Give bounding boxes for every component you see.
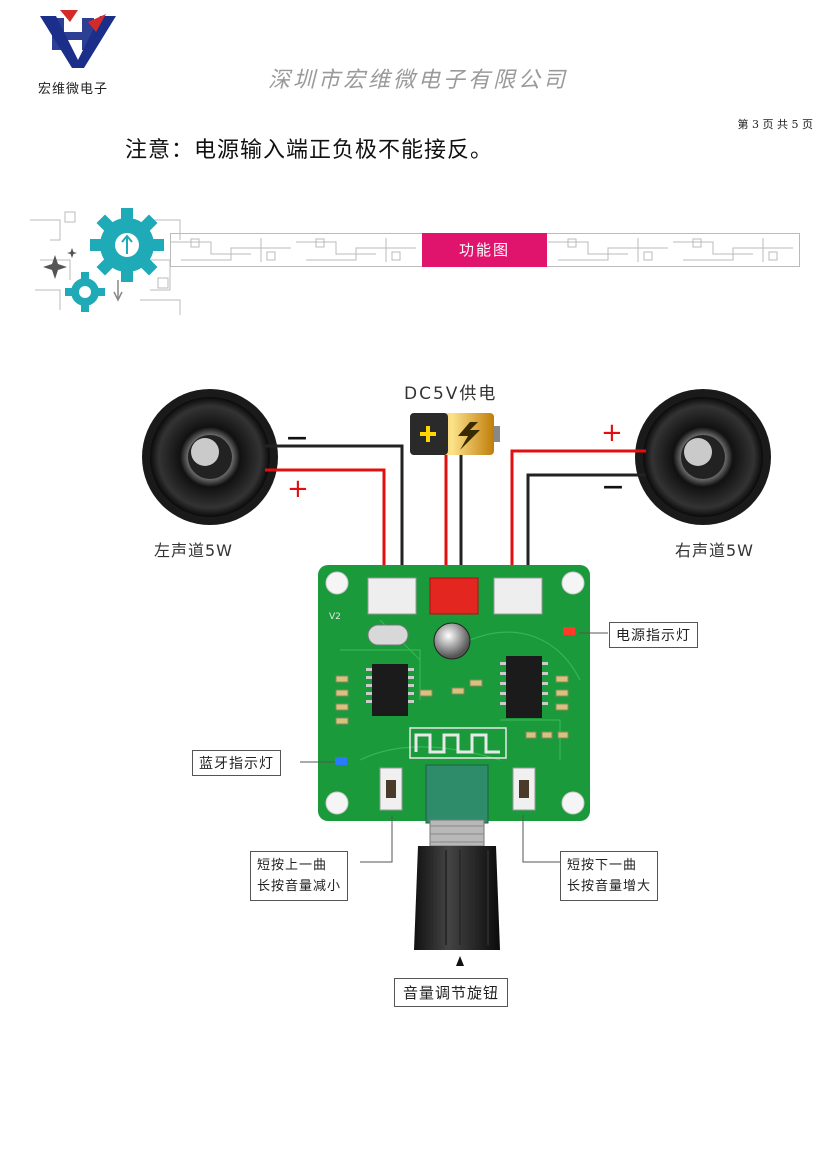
right-speaker [635, 389, 771, 525]
next-button-callout: 短按下一曲 长按音量增大 [560, 851, 659, 901]
next-button-line1: 短按下一曲 [567, 858, 638, 873]
circuit-pattern [171, 234, 296, 266]
left-speaker [142, 389, 278, 525]
left-minus-sign: — [287, 425, 307, 449]
power-supply-label: DC5V供电 [404, 384, 498, 404]
power-led-callout: 电源指示灯 [609, 622, 698, 648]
circuit-pattern [296, 234, 421, 266]
right-plus-sign: + [601, 418, 623, 448]
volume-knob-callout: 音量调节旋钮 [394, 978, 509, 1007]
circuit-pattern [548, 234, 673, 266]
gears-icon [30, 208, 181, 315]
right-speaker-label: 右声道5W [675, 541, 755, 560]
logo-text: 宏维微电子 [38, 82, 109, 97]
page-number: 第 3 页 共 5 页 [737, 118, 813, 131]
company-name: 深圳市宏维微电子有限公司 [268, 68, 569, 93]
section-title: 功能图 [422, 233, 547, 267]
board-version-label: V2 [329, 612, 341, 622]
prev-button-callout: 短按上一曲 长按音量减小 [250, 851, 349, 901]
prev-button-line1: 短按上一曲 [257, 858, 328, 873]
amplifier-board [318, 565, 590, 824]
bluetooth-led-callout: 蓝牙指示灯 [192, 750, 281, 776]
circuit-pattern [673, 234, 798, 266]
left-plus-sign: + [287, 474, 309, 504]
battery-icon [410, 413, 500, 455]
left-speaker-label: 左声道5W [154, 541, 234, 560]
company-logo [40, 10, 116, 68]
notice-text: 注意：电源输入端正负极不能接反。 [125, 138, 494, 163]
next-button-line2: 长按音量增大 [567, 879, 652, 894]
right-minus-sign: — [603, 474, 623, 498]
volume-knob [414, 819, 500, 966]
prev-button-line2: 长按音量减小 [257, 879, 342, 894]
